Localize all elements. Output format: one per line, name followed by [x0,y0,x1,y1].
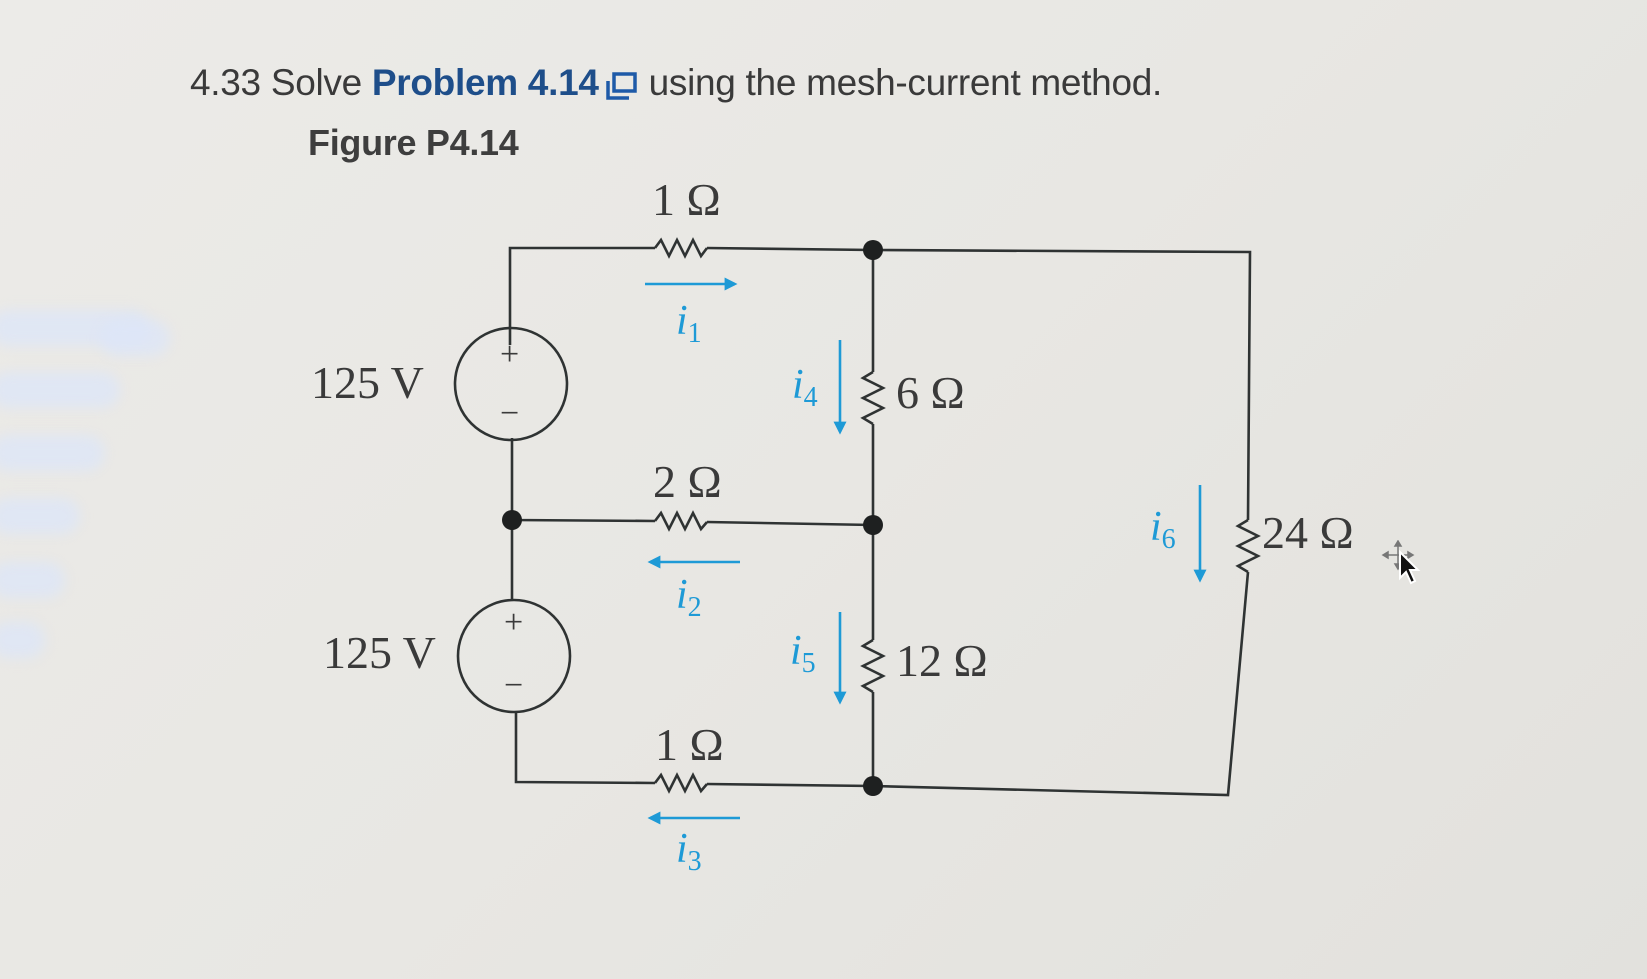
current-label-i3: i3 [676,826,702,877]
move-cursor-icon [1380,539,1424,591]
popup-window-icon[interactable] [605,68,639,100]
node-middle-right [863,515,883,535]
resistor-12-label: 12 Ω [896,635,988,686]
wire-right-bottom [872,571,1250,797]
current-label-i2: i2 [676,572,702,623]
wire-middle-right [706,520,874,527]
source-upper-minus: − [500,395,519,432]
source-upper-plus: + [500,336,519,373]
problem-link[interactable]: Problem 4.14 [371,62,599,103]
problem-prefix: Solve [270,62,362,103]
resistor-top-label: 1 Ω [652,174,721,225]
wire-bottom-right [706,782,874,788]
source-lower-plus: + [504,604,523,641]
figure-caption: Figure P4.14 [308,122,519,163]
wire-bottom-left [514,712,656,785]
problem-number: 4.33 [190,62,261,103]
source-lower-label: 125 V [323,627,436,678]
voltage-source-upper [453,326,569,442]
problem-suffix: using the mesh-current method. [648,62,1163,103]
resistor-24-ohm [1235,518,1261,574]
resistor-6-ohm [860,370,886,426]
current-label-i1: i1 [676,298,702,349]
current-label-i6: i6 [1150,504,1176,555]
node-top [863,240,883,260]
resistor-1-ohm-bottom [653,772,708,794]
resistor-middle-label: 2 Ω [653,456,722,507]
resistor-24-label: 24 Ω [1262,507,1354,558]
wire-middle-left [510,438,656,523]
current-label-i4: i4 [792,362,818,413]
wire-top-right [706,246,1252,521]
source-upper-label: 125 V [311,357,424,408]
problem-statement: 4.33 Solve Problem 4.14 using the mesh-c… [190,62,1162,104]
source-lower-minus: − [504,667,523,704]
resistor-2-ohm [653,510,708,532]
wire-top-left [508,246,655,345]
resistor-bottom-label: 1 Ω [655,719,724,770]
current-label-i5: i5 [790,628,816,679]
voltage-source-lower [456,598,572,714]
node-bottom [863,776,883,796]
resistor-1-ohm-top [653,237,709,259]
node-middle-left [502,510,522,530]
background-glare [0,300,180,680]
resistor-12-ohm [860,638,886,694]
resistor-6-label: 6 Ω [896,367,965,418]
